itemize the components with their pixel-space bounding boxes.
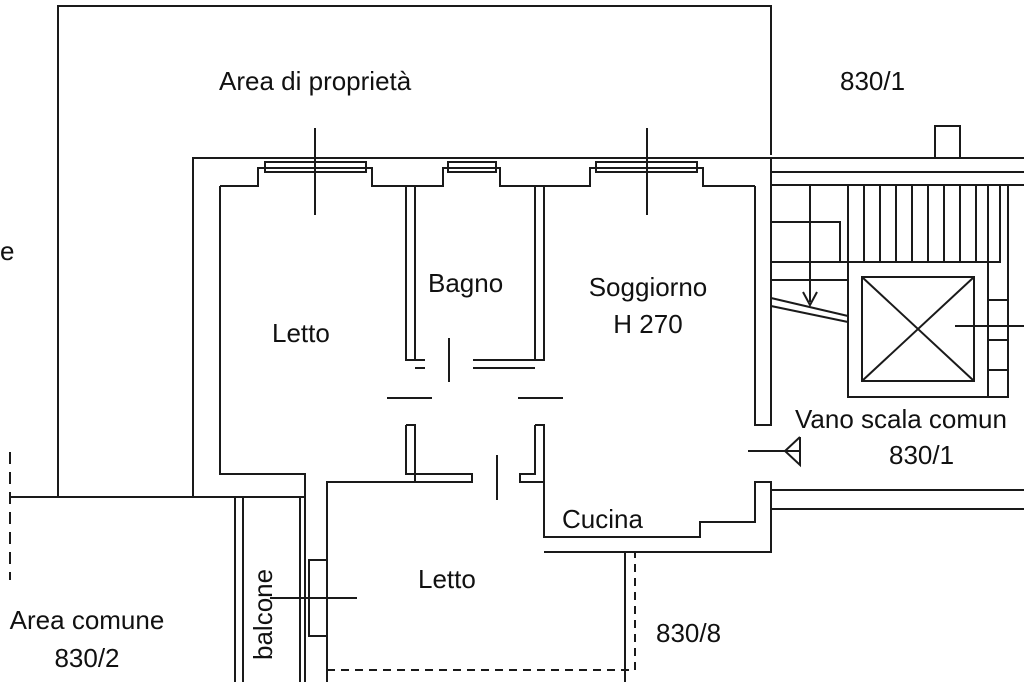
room-label-cucina: Cucina [562, 504, 643, 534]
soggiorno-right-wall [754, 158, 772, 426]
room-label-soggiorno-height: H 270 [613, 309, 683, 339]
bagno-right-wall [534, 186, 545, 361]
partition-right-lower [519, 424, 545, 483]
lift-cabin [861, 276, 975, 382]
label-parcel-830-1-top: 830/1 [840, 66, 906, 96]
label-area-comune-parcel: 830/2 [54, 643, 120, 673]
room-label-bagno: Bagno [428, 268, 504, 298]
label-vano-scala: Vano scala comun [795, 404, 1007, 434]
partition-left-lower [405, 424, 473, 483]
label-left-fragment: e [0, 236, 15, 266]
stair-wall-right [988, 185, 1009, 398]
label-vano-scala-parcel: 830/1 [889, 440, 955, 470]
room-label-balcone: balcone [248, 568, 278, 660]
top-wall-inner [220, 167, 755, 187]
label-area-comune: Area comune [9, 605, 165, 635]
dashed-cucina [635, 535, 772, 553]
property-boundary [57, 5, 772, 497]
stair-core-right [988, 185, 1001, 263]
lift-shaft [847, 261, 989, 398]
stair-roof-bump [934, 125, 961, 158]
letto-left-walls [219, 186, 306, 498]
entrance-arrow-head [783, 436, 801, 468]
bagno-left-wall [405, 186, 416, 361]
dashed-830-8 [327, 552, 636, 671]
window-bagno [447, 161, 497, 173]
room-label-soggiorno: Soggiorno [588, 272, 708, 302]
label-parcel-830-8: 830/8 [656, 618, 722, 648]
label-area-proprieta: Area di proprietà [219, 66, 412, 96]
room-label-letto-left: Letto [272, 318, 330, 348]
letto-bottom-walls [326, 481, 415, 682]
lift-cross-2 [861, 276, 975, 382]
building-outer-wall [192, 157, 771, 497]
room-label-letto-bottom: Letto [418, 564, 476, 594]
